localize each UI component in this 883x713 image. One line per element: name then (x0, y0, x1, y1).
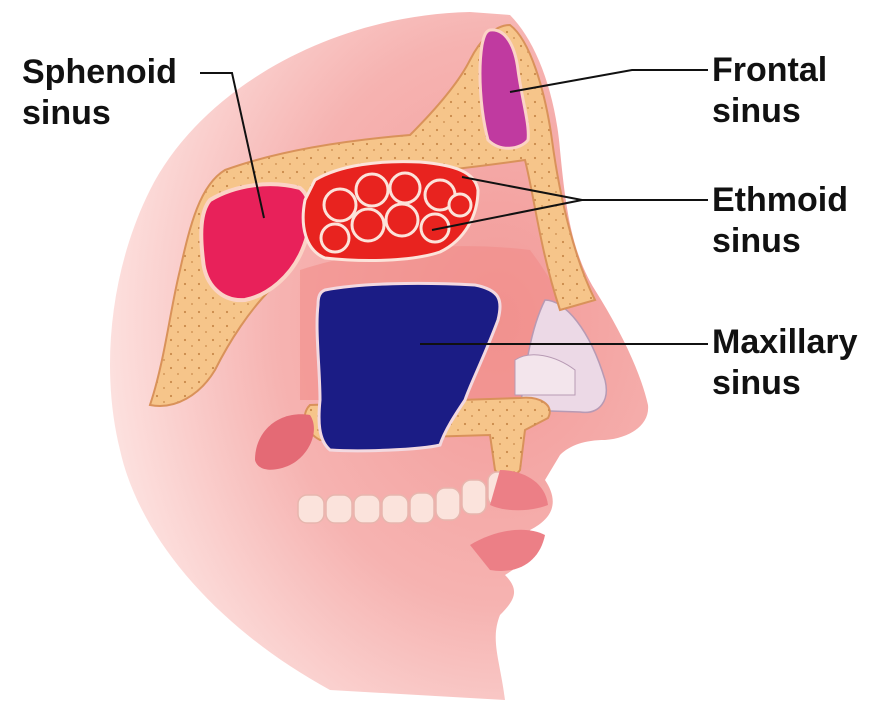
frontal-sinus-label: Frontal sinus (712, 50, 827, 132)
frontal-label-line2: sinus (712, 91, 827, 132)
ethmoid-sinus-label: Ethmoid sinus (712, 180, 848, 262)
sphenoid-label-line2: sinus (22, 93, 177, 134)
ethmoid-label-line1: Ethmoid (712, 180, 848, 221)
maxillary-label-line1: Maxillary (712, 322, 858, 363)
ethmoid-sinus-cells (303, 162, 478, 261)
sphenoid-label-line1: Sphenoid (22, 52, 177, 93)
maxillary-label-line2: sinus (712, 363, 858, 404)
ethmoid-label-line2: sinus (712, 221, 848, 262)
frontal-label-line1: Frontal (712, 50, 827, 91)
maxillary-sinus-label: Maxillary sinus (712, 322, 858, 404)
sphenoid-sinus-label: Sphenoid sinus (22, 52, 177, 134)
